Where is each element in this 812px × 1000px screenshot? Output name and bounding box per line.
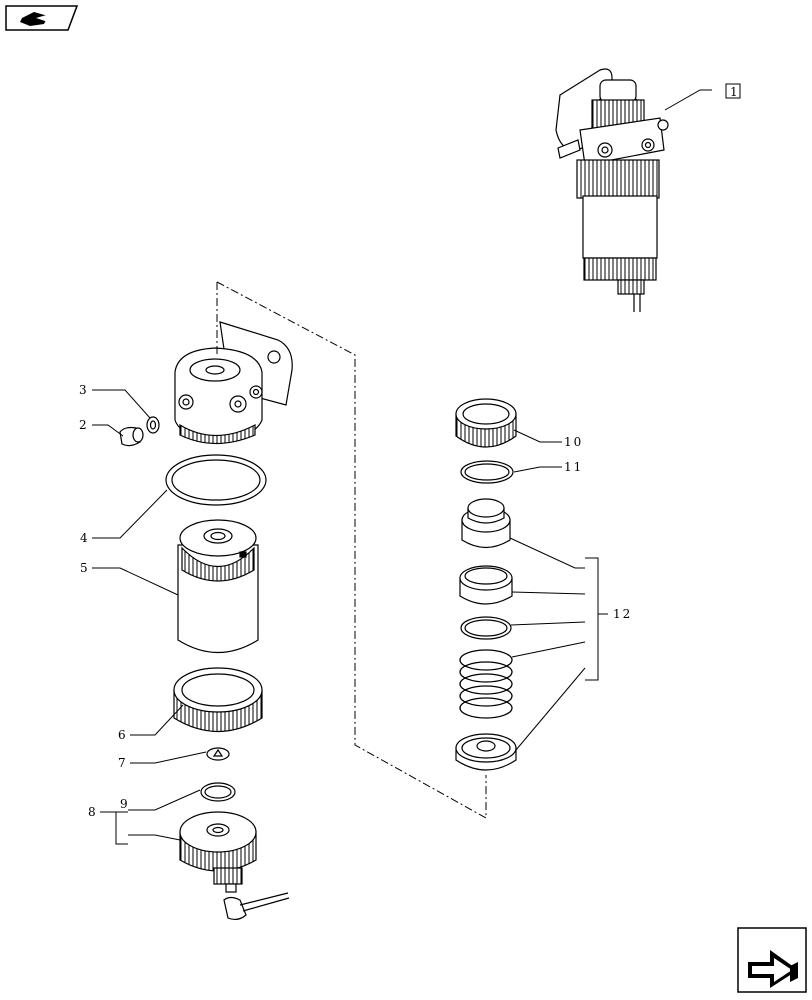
callout-7: 7 bbox=[118, 756, 126, 770]
callout-9: 9 bbox=[120, 797, 128, 811]
base-cup-part bbox=[455, 733, 517, 771]
next-page-icon[interactable] bbox=[737, 927, 807, 993]
filter-head-drawing bbox=[174, 321, 293, 444]
assembled-filter-drawing bbox=[555, 68, 669, 312]
ring-nut-part bbox=[173, 667, 263, 733]
callout-3: 3 bbox=[79, 383, 87, 397]
valve-part bbox=[206, 747, 230, 761]
callout-5: 5 bbox=[80, 561, 88, 575]
spring-part bbox=[459, 649, 513, 719]
o-ring-small-part bbox=[200, 782, 236, 802]
callout-8: 8 bbox=[88, 805, 96, 819]
plug-part bbox=[119, 426, 144, 447]
callout-6: 6 bbox=[118, 728, 126, 742]
bowl-part bbox=[179, 811, 290, 921]
washer-part bbox=[146, 416, 160, 434]
cup-part bbox=[459, 565, 513, 605]
seal-part bbox=[460, 616, 512, 640]
cartridge-part bbox=[177, 519, 259, 654]
piston-part bbox=[461, 498, 511, 549]
leader-lines bbox=[92, 83, 741, 845]
callout-4: 4 bbox=[80, 531, 88, 545]
seal-ring-part bbox=[460, 460, 514, 484]
o-ring-part bbox=[165, 454, 267, 506]
callout-1: 1 bbox=[730, 85, 738, 99]
callout-12: 12 bbox=[613, 607, 632, 621]
callout-2: 2 bbox=[79, 418, 87, 432]
lock-nut-part bbox=[455, 398, 517, 448]
back-page-icon[interactable] bbox=[5, 5, 79, 31]
callout-10: 10 bbox=[564, 435, 583, 449]
callout-11: 11 bbox=[564, 460, 583, 474]
